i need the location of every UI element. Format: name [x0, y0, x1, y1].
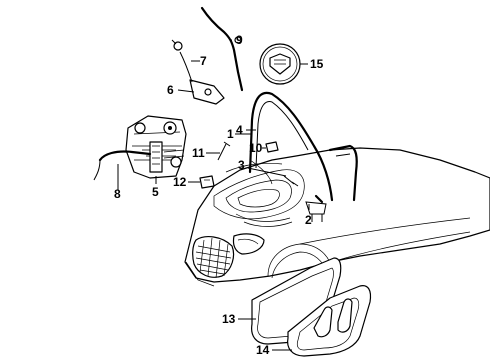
callout-9: 9 — [236, 33, 243, 47]
bracket — [199, 175, 215, 189]
hood-release-handle — [171, 39, 225, 105]
bolt — [217, 141, 231, 161]
release-cable — [93, 150, 152, 181]
callout-14: 14 — [256, 343, 270, 357]
leader-lines — [117, 39, 310, 351]
callout-15: 15 — [310, 57, 324, 71]
car-front-body — [184, 147, 490, 287]
door-trim-panel — [287, 285, 372, 357]
callout-7: 7 — [200, 54, 207, 68]
hood-emblem — [259, 43, 301, 85]
callout-6: 6 — [167, 83, 174, 97]
callout-12: 12 — [173, 175, 187, 189]
hood-seal-frame — [248, 91, 358, 202]
callout-1: 1 — [227, 127, 234, 141]
clip — [283, 175, 299, 187]
bumper-stop — [262, 141, 279, 153]
callout-5: 5 — [152, 185, 159, 199]
callout-4: 4 — [236, 123, 243, 137]
callout-13: 13 — [222, 312, 236, 326]
callout-2: 2 — [305, 213, 312, 227]
support-rod — [200, 6, 244, 92]
callout-11: 11 — [192, 146, 205, 160]
callout-8: 8 — [114, 187, 121, 201]
hood-latch-assembly — [125, 115, 187, 179]
callout-10: 10 — [249, 141, 263, 155]
callout-3: 3 — [238, 158, 245, 172]
